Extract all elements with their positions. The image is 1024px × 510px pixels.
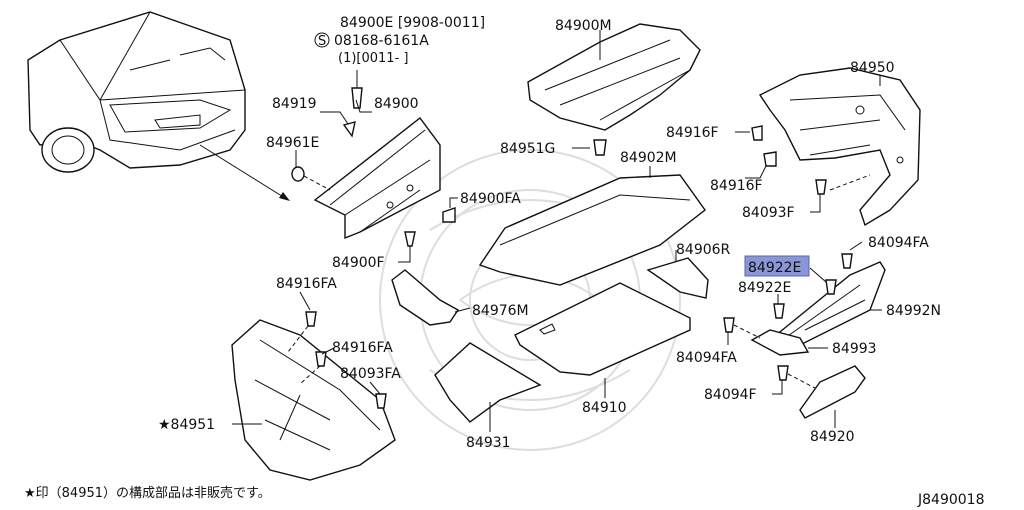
label-84916FA-top[interactable]: 84916FA [276, 276, 337, 292]
dash-84094F [787, 373, 816, 389]
diagram-code: J8490018 [917, 492, 984, 508]
dash-84094FA-low [733, 324, 761, 339]
leader-84094FA-top [849, 241, 863, 251]
part-84931-board [434, 342, 542, 423]
label-84093FA[interactable]: 84093FA [340, 366, 401, 382]
clip-84922E [773, 303, 785, 319]
clip-84919 [342, 121, 356, 138]
leader-84916FA-top [299, 291, 311, 311]
clip-84961E [291, 166, 305, 182]
clip-84093FA [375, 393, 387, 409]
label-84961E[interactable]: 84961E [266, 135, 319, 151]
label-84951G[interactable]: 84951G [500, 141, 555, 157]
part-84902M-floor-mat [478, 174, 706, 286]
leader-84916FA-mid [321, 347, 335, 355]
leader-84916F-bot [745, 165, 767, 179]
leader-84976M [454, 307, 471, 313]
label-84910[interactable]: 84910 [582, 400, 627, 416]
label-84993[interactable]: 84993 [832, 341, 877, 357]
label-84906R[interactable]: 84906R [676, 242, 731, 258]
label-84916FA-mid[interactable]: 84916FA [332, 340, 393, 356]
part-84993-bracket [750, 329, 810, 356]
label-84900[interactable]: 84900 [374, 96, 419, 112]
dash-84916FA-top [287, 325, 309, 353]
label-84902M[interactable]: 84902M [620, 150, 677, 166]
highlight-box-84922E [744, 255, 810, 277]
leader-84093F [810, 194, 821, 213]
footnote: ★印（84951）の構成部品は非販売です。 [24, 485, 271, 501]
clip-84916F-top [751, 125, 763, 141]
clip-84951G [593, 139, 607, 156]
part-84906R-pad [646, 257, 709, 299]
car-rear-overview [27, 11, 246, 173]
part-84950-side-finisher [758, 67, 921, 227]
leader-84900FA [449, 197, 458, 208]
label-84094FA-top[interactable]: 84094FA [868, 235, 929, 251]
part-84920-panel [799, 365, 866, 419]
part-84900M-lid-trim [527, 23, 701, 131]
dash-84961E [303, 175, 331, 191]
leader-84093FA [369, 381, 381, 395]
part-84951-side-finisher [231, 319, 396, 481]
s-symbol-icon [314, 32, 330, 48]
label-84094F[interactable]: 84094F [704, 387, 757, 403]
part-84900-trim [313, 117, 441, 240]
s-symbol-text: S [318, 34, 326, 49]
label-84919[interactable]: 84919 [272, 96, 317, 112]
clip-84922E-hl [825, 279, 837, 295]
overview-arrow [199, 144, 286, 199]
dash-84916FA-mid [299, 365, 321, 385]
leader-84900 [355, 99, 372, 113]
clip-84900F [404, 231, 416, 247]
leader-84919 [320, 111, 349, 125]
clip-84916FA-top [305, 311, 317, 327]
label-84992N[interactable]: 84992N [886, 303, 941, 319]
part-84910-floor-board [514, 282, 691, 376]
clip-84094FA-top [841, 253, 853, 269]
label-84950[interactable]: 84950 [850, 60, 895, 76]
arrow-head-icon [279, 192, 290, 201]
leader-84922E-hl [809, 267, 827, 283]
label-84900FA[interactable]: 84900FA [460, 191, 521, 207]
label-84093F[interactable]: 84093F [742, 205, 795, 221]
label-08168-qty: (1)[0011- ] [338, 51, 408, 66]
leader-84094F [772, 380, 783, 395]
clip-84094FA-low [723, 317, 735, 333]
part-84976M-pocket [391, 269, 460, 326]
label-84900F[interactable]: 84900F [332, 255, 385, 271]
label-84900M[interactable]: 84900M [555, 18, 612, 34]
clip-84094F [777, 365, 789, 381]
label-84922E-highlighted[interactable]: 84922E [748, 260, 801, 276]
label-84916F-bot[interactable]: 84916F [710, 178, 763, 194]
label-84951[interactable]: ★84951 [158, 417, 215, 433]
leader-84900F [398, 246, 411, 263]
label-84900E[interactable]: 84900E [9908-0011] [340, 15, 485, 31]
label-84922E[interactable]: 84922E [738, 280, 791, 296]
label-84931[interactable]: 84931 [466, 435, 511, 451]
clip-84093F [815, 179, 827, 195]
label-84916F-top[interactable]: 84916F [666, 125, 719, 141]
clip-84916F-bot [763, 151, 777, 167]
label-84976M[interactable]: 84976M [472, 303, 529, 319]
dash-84093F [829, 174, 871, 191]
clip-84900E [351, 70, 363, 109]
label-08168-6161A[interactable]: 08168-6161A [334, 33, 429, 49]
clip-84916FA-mid [315, 351, 327, 367]
label-84094FA-low[interactable]: 84094FA [676, 350, 737, 366]
label-84920[interactable]: 84920 [810, 429, 855, 445]
clip-84900FA [442, 207, 456, 223]
